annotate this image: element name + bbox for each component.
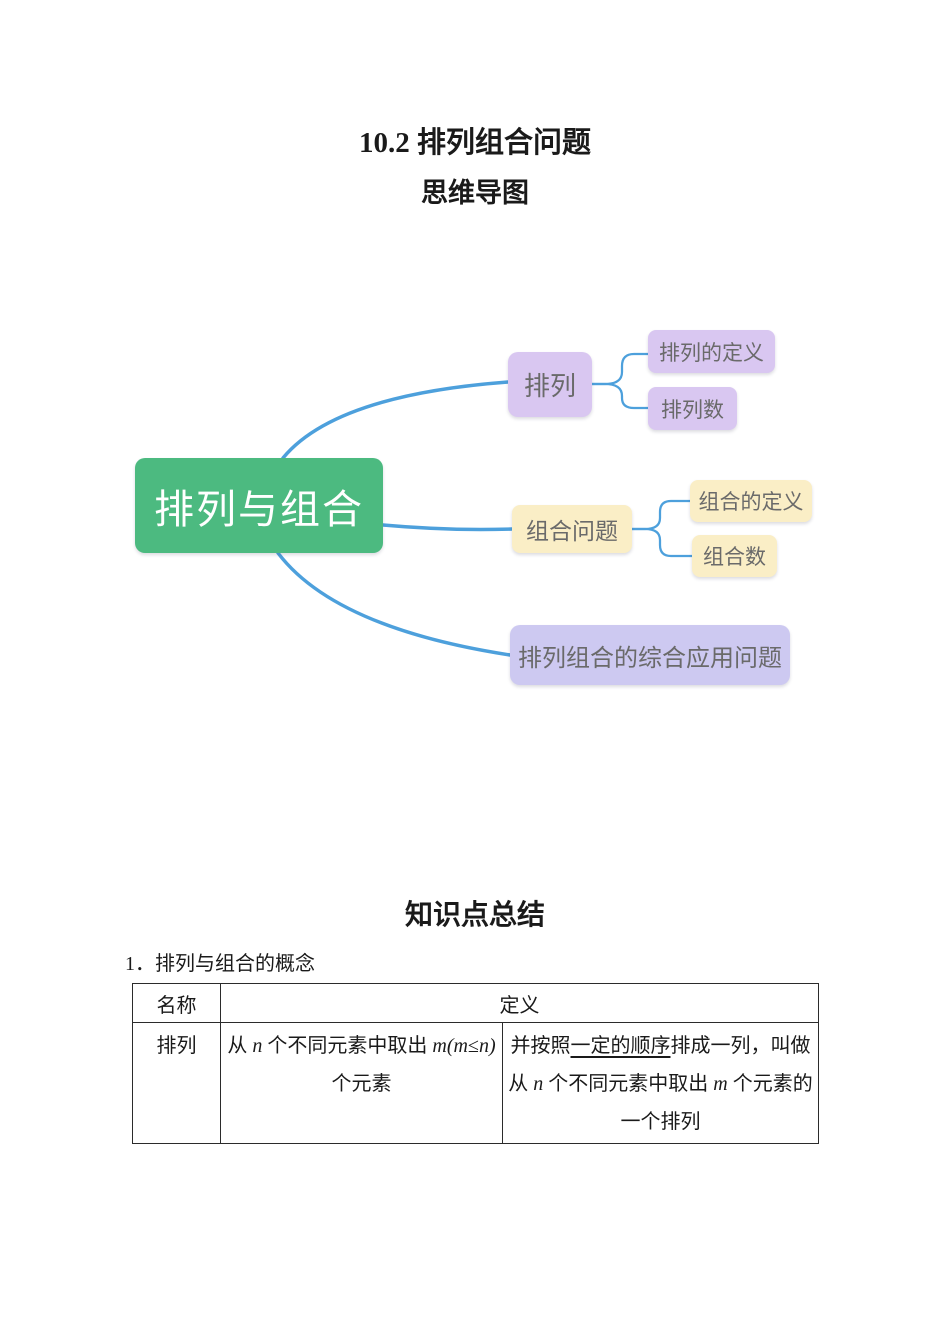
variable-m2: m bbox=[453, 1035, 468, 1057]
table-cell-definition-right: 并按照一定的顺序排成一列，叫做 从 n 个不同元素中取出 m 个元素的 一个排列 bbox=[502, 1022, 819, 1144]
variable-n2: n bbox=[478, 1035, 489, 1057]
variable-m3: m bbox=[713, 1073, 728, 1095]
page-subtitle: 思维导图 bbox=[421, 178, 529, 208]
mindmap-node-permutation: 排列 bbox=[508, 352, 592, 417]
section-heading: 知识点总结 bbox=[404, 900, 545, 931]
row-name-text: 排列 bbox=[156, 1035, 197, 1057]
definition-left-line2: 个元素 bbox=[331, 1073, 392, 1095]
table-cell-definition-left: 从 n 个不同元素中取出 m(m≤n) 个元素 bbox=[220, 1022, 503, 1144]
mindmap-node-permutation-definition: 排列的定义 bbox=[648, 330, 775, 373]
variable-n3: n bbox=[533, 1073, 544, 1095]
definition-right-line1: 并按照一定的顺序排成一列，叫做 bbox=[510, 1035, 811, 1057]
mindmap-figure: 排列与组合 排列 排列的定义 排列数 组合问题 组合的定义 组合数 排列组合的综… bbox=[0, 310, 950, 710]
table-cell-name: 排列 bbox=[132, 1022, 221, 1144]
mindmap-node-combination-definition: 组合的定义 bbox=[690, 480, 812, 522]
page-title: 10.2 排列组合问题 bbox=[358, 127, 591, 159]
mindmap-root-node: 排列与组合 bbox=[135, 458, 383, 553]
mindmap-connector-lines bbox=[276, 352, 694, 657]
mindmap-node-permutation-number: 排列数 bbox=[648, 387, 737, 430]
variable-m: m bbox=[432, 1035, 447, 1057]
definition-right-line2: 从 n 个不同元素中取出 m 个元素的 bbox=[508, 1073, 813, 1095]
variable-n: n bbox=[252, 1035, 263, 1057]
concept-table: 名称 定义 排列 从 n 个不同元素中取出 m(m≤n) 个元素 并按照一定的顺… bbox=[132, 983, 819, 1144]
mindmap-node-combination-problem: 组合问题 bbox=[512, 505, 632, 553]
mindmap-node-comprehensive-application: 排列组合的综合应用问题 bbox=[510, 625, 790, 685]
leq-symbol: ≤ bbox=[467, 1035, 479, 1057]
table-header-definition: 定义 bbox=[220, 983, 819, 1023]
table-row: 排列 从 n 个不同元素中取出 m(m≤n) 个元素 并按照一定的顺序排成一列，… bbox=[132, 1022, 819, 1144]
mindmap-node-combination-number: 组合数 bbox=[692, 535, 777, 577]
table-header-row: 名称 定义 bbox=[132, 983, 819, 1023]
table-header-name: 名称 bbox=[132, 983, 221, 1023]
definition-right-line3: 一个排列 bbox=[620, 1111, 701, 1133]
list-item-1: 1．排列与组合的概念 bbox=[125, 953, 315, 975]
definition-left-line1: 从 n 个不同元素中取出 m(m≤n) bbox=[227, 1035, 496, 1057]
underlined-phrase: 一定的顺序 bbox=[570, 1035, 671, 1057]
